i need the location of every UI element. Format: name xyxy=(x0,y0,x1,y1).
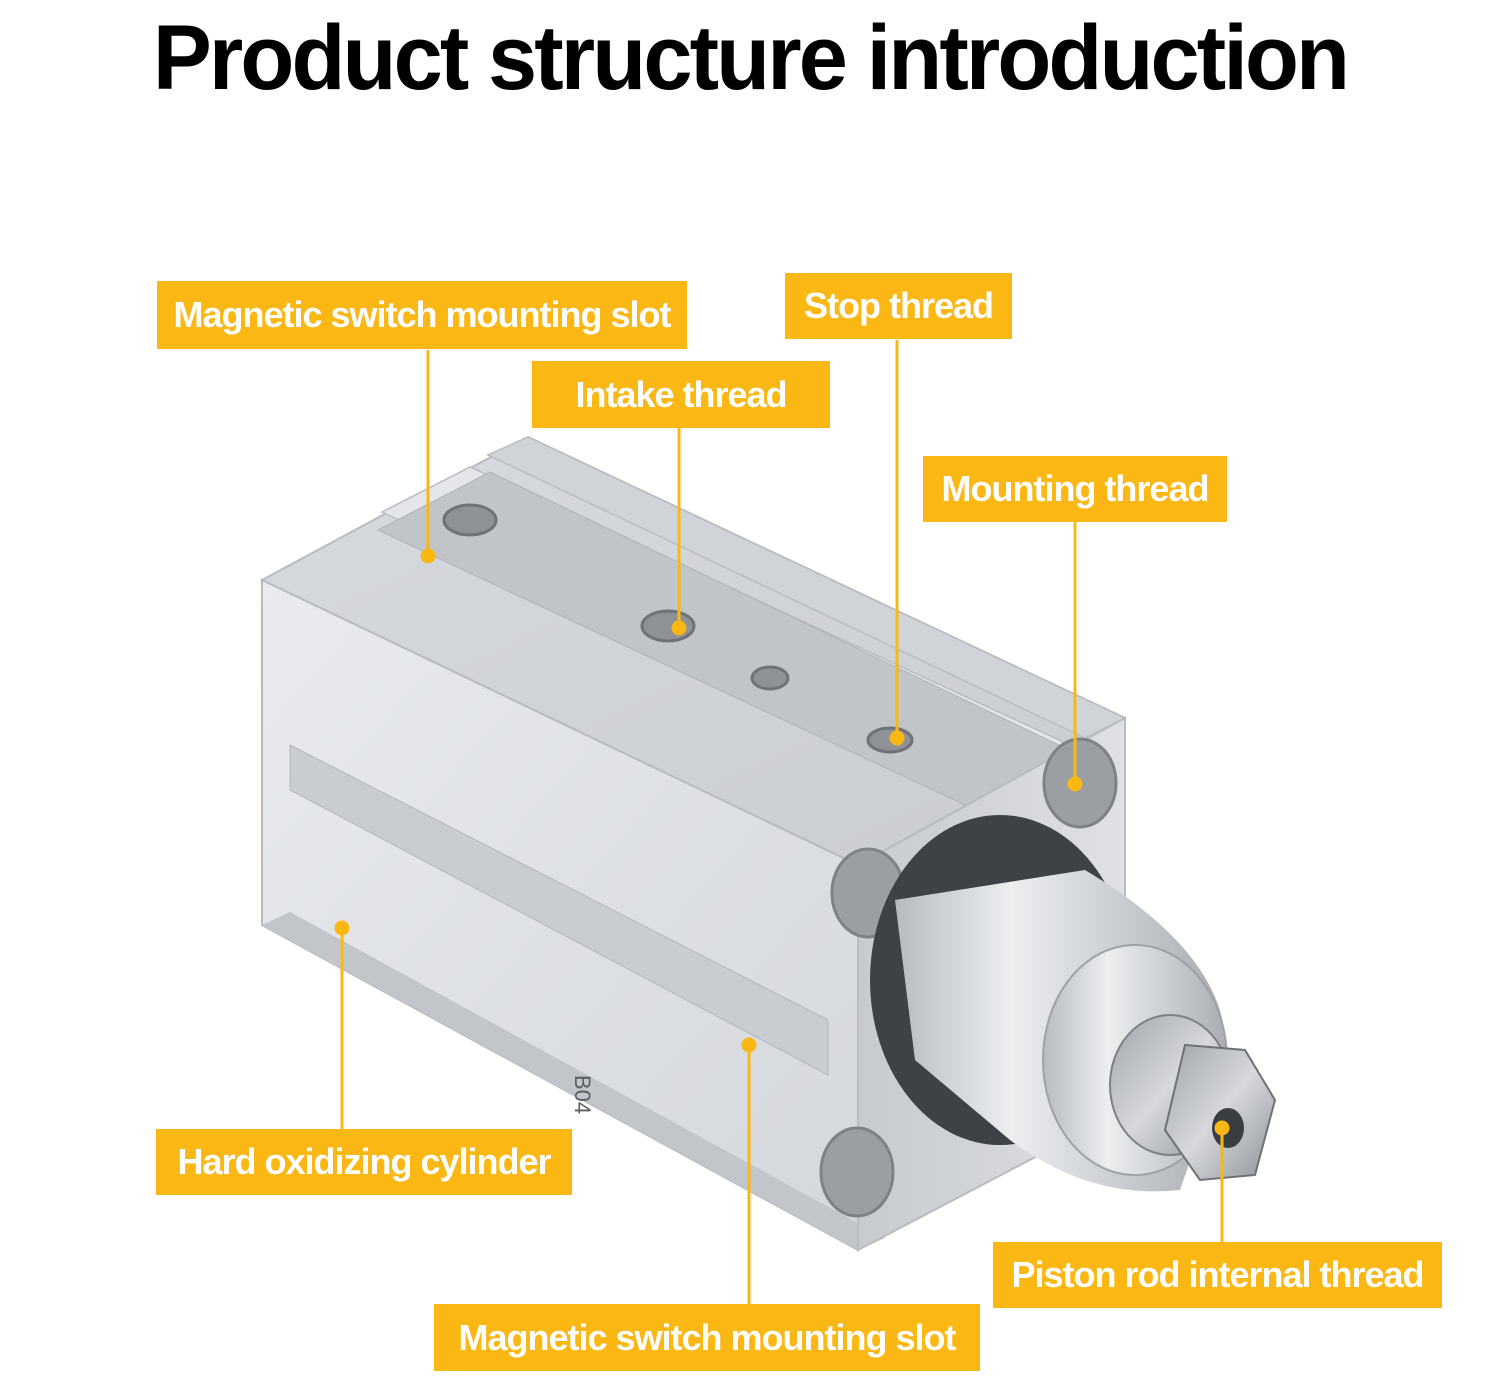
center-hole xyxy=(750,665,790,691)
callout-magnetic-switch-slot-top: Magnetic switch mounting slot xyxy=(157,281,687,349)
leader-dot-stop-thread xyxy=(889,730,905,746)
callout-stop-thread: Stop thread xyxy=(785,273,1012,339)
product-marking: B04 xyxy=(570,1075,595,1114)
port-hole-rear xyxy=(442,503,498,537)
leader-lines xyxy=(334,340,1230,1305)
leader-dot-intake-thread xyxy=(671,620,687,636)
callout-piston-rod-internal-thread: Piston rod internal thread xyxy=(993,1242,1442,1308)
callout-hard-oxidizing-cylinder: Hard oxidizing cylinder xyxy=(156,1129,572,1195)
leader-dot-magnetic-slot-top xyxy=(420,548,436,564)
leader-dot-mounting-thread xyxy=(1067,776,1083,792)
leader-dot-piston-rod-thread xyxy=(1214,1120,1230,1136)
callout-magnetic-switch-slot-bottom: Magnetic switch mounting slot xyxy=(434,1304,980,1371)
callout-intake-thread: Intake thread xyxy=(532,361,830,428)
page-title: Product structure introduction xyxy=(152,7,1350,109)
side-mounting-slot xyxy=(289,744,829,1076)
cylinder-bottom-edge xyxy=(262,912,885,1250)
leader-dot-hard-oxidizing-cylinder xyxy=(334,920,350,936)
corner-hole-bottom-left xyxy=(819,1126,895,1218)
callout-mounting-thread: Mounting thread xyxy=(923,456,1227,522)
leader-dot-magnetic-slot-bottom xyxy=(741,1037,757,1053)
